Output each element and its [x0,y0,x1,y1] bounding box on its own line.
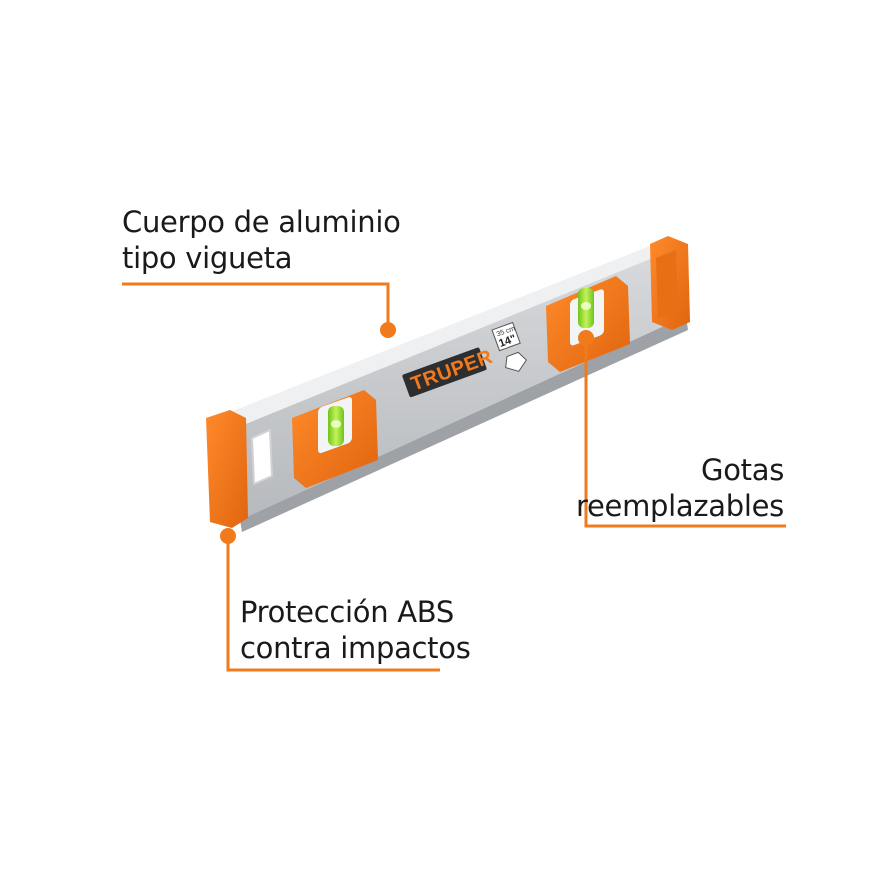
callout-dot-vials [578,330,594,346]
callout-lines [122,282,786,672]
callout-body: Cuerpo de aluminio tipo vigueta [122,204,401,276]
callout-vials-line1: Gotas [701,453,784,487]
callout-dot-body [380,322,396,338]
callout-dot-protection [220,528,236,544]
callout-protection: Protección ABS contra impactos [240,594,471,666]
callout-line-body [122,282,390,330]
callout-body-line2: tipo vigueta [122,241,293,275]
size-in-text: 14" [497,333,518,350]
callout-line-protection [226,534,440,672]
callout-vials-line2: reemplazables [576,489,784,523]
callout-vials: Gotas reemplazables [560,452,784,524]
callout-protection-line1: Protección ABS [240,595,454,629]
vial-housing-left [292,390,378,488]
end-cap-left [206,410,274,528]
size-tag: 35 cm 14" [491,321,528,372]
vial-housing-right [546,276,630,372]
callout-line-vials [584,338,786,528]
callout-body-line1: Cuerpo de aluminio [122,205,401,239]
end-cap-right [650,236,690,330]
callout-protection-line2: contra impactos [240,631,471,665]
